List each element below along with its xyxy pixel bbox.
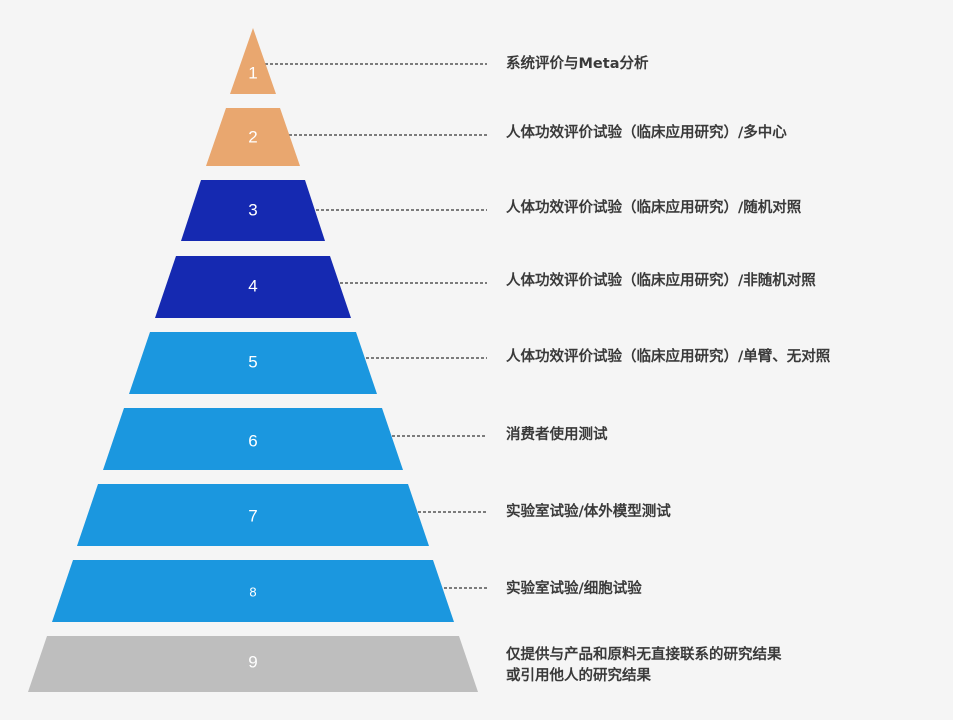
tier-label-1: 系统评价与Meta分析: [506, 56, 649, 72]
tier-8: [52, 560, 454, 622]
tier-label-7: 实验室试验/体外模型测试: [506, 504, 671, 520]
tier-label-6: 消费者使用测试: [506, 427, 608, 443]
tier-1: [230, 28, 276, 94]
tier-number-8: 8: [249, 584, 256, 599]
tier-4: [155, 256, 351, 318]
tier-number-2: 2: [248, 127, 257, 146]
tier-number-1: 1: [248, 63, 257, 82]
tier-2: [206, 108, 300, 166]
tier-3: [181, 180, 325, 241]
tier-label-9-line-1: 仅提供与产品和原料无直接联系的研究结果: [506, 647, 782, 663]
tier-5: [129, 332, 377, 394]
tier-label-3: 人体功效评价试验（临床应用研究）/随机对照: [506, 200, 802, 216]
tier-9: [28, 636, 478, 692]
tier-number-9: 9: [248, 652, 257, 671]
tier-number-6: 6: [248, 431, 257, 450]
tier-label-5: 人体功效评价试验（临床应用研究）/单臂、无对照: [506, 349, 831, 365]
tier-6: [103, 408, 403, 470]
tier-label-2: 人体功效评价试验（临床应用研究）/多中心: [506, 125, 787, 141]
tier-number-4: 4: [248, 276, 257, 295]
tier-label-4: 人体功效评价试验（临床应用研究）/非随机对照: [506, 273, 816, 289]
tier-number-5: 5: [248, 352, 257, 371]
tier-number-3: 3: [248, 200, 257, 219]
tier-label-9-line-2: 或引用他人的研究结果: [506, 668, 651, 684]
tier-7: [77, 484, 429, 546]
tier-label-8: 实验室试验/细胞试验: [506, 581, 642, 597]
tier-number-7: 7: [248, 506, 257, 525]
